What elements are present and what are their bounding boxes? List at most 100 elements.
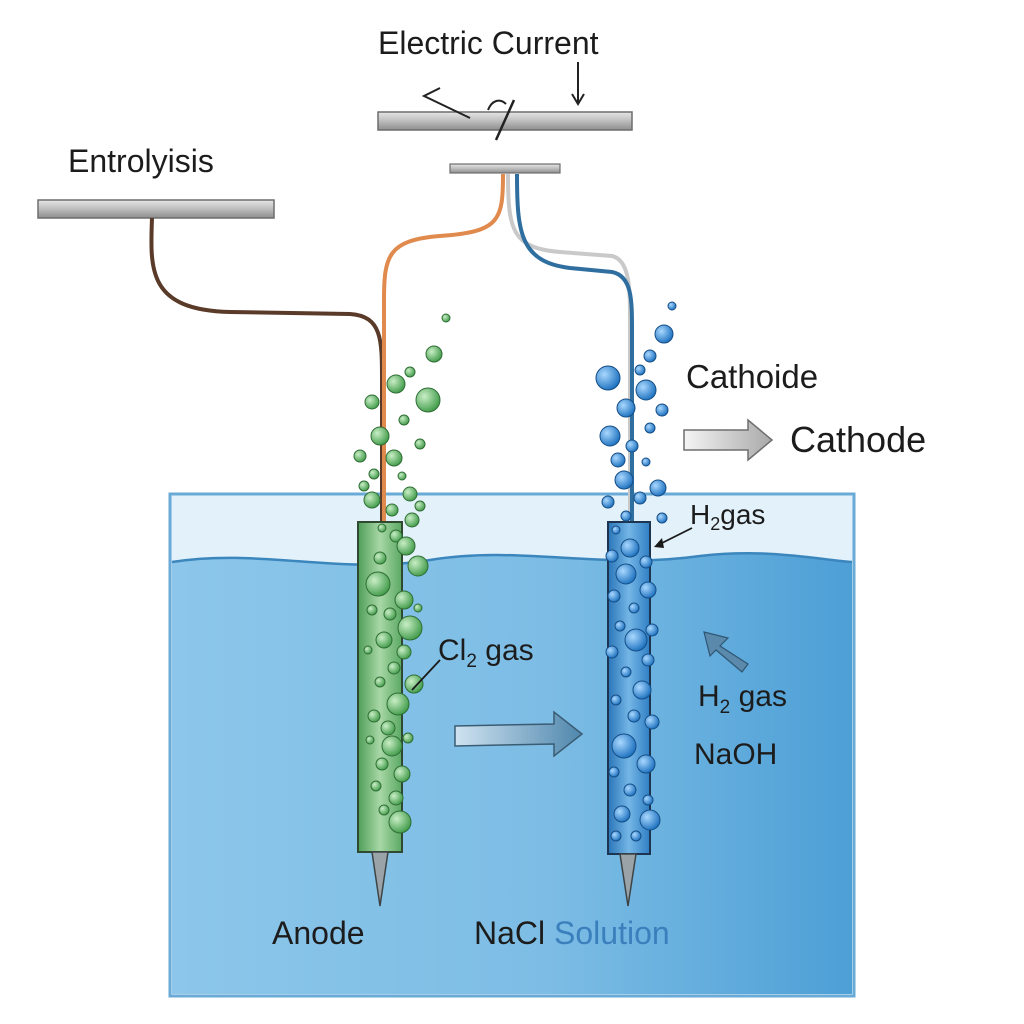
chlorine-bubble: [387, 661, 401, 675]
chlorine-bubble: [404, 512, 420, 528]
grey-wire: [506, 173, 632, 522]
hydrogen-bubble: [636, 754, 656, 774]
hydrogen-bubble: [644, 422, 656, 434]
wires: [149, 173, 634, 522]
chlorine-bubble: [370, 426, 390, 446]
cathoide-label: Cathoide: [686, 358, 818, 395]
chlorine-bubble: [398, 414, 410, 426]
chlorine-bubble: [367, 709, 381, 723]
chlorine-bubble: [396, 644, 412, 660]
hydrogen-bubble: [644, 714, 660, 730]
chlorine-bubble: [386, 692, 410, 716]
hydrogen-bubble: [641, 653, 655, 667]
nacl-solution-label: NaCl Solution: [474, 915, 670, 951]
hydrogen-bubble: [599, 425, 621, 447]
chlorine-bubble: [386, 374, 406, 394]
hydrogen-bubble: [614, 470, 634, 490]
hydrogen-bubble: [610, 830, 622, 842]
hydrogen-bubble: [656, 512, 668, 524]
hydrogen-bubble: [610, 452, 626, 468]
cathode-arrow: [683, 418, 774, 462]
chlorine-bubble: [407, 555, 429, 577]
hydrogen-bubble: [611, 525, 621, 535]
hydrogen-bubble: [633, 491, 647, 505]
hydrogen-bubble: [649, 479, 667, 497]
h2-gas-top-label: H2gas: [690, 499, 765, 534]
hydrogen-bubble: [654, 324, 674, 344]
small-power-bar: [449, 163, 561, 174]
switch-arc: [487, 99, 507, 111]
chlorine-bubble: [374, 676, 386, 688]
water-body: [172, 553, 852, 994]
hydrogen-bubble: [616, 398, 636, 418]
chlorine-bubble: [397, 471, 407, 481]
hydrogen-bubble: [655, 403, 669, 417]
hydrogen-bubble: [635, 379, 657, 401]
hydrogen-bubble: [634, 364, 646, 376]
water-surface: [171, 552, 853, 566]
chlorine-bubble: [375, 757, 389, 771]
chlorine-bubble: [388, 790, 404, 806]
brown-wire: [149, 217, 384, 522]
chlorine-bubble: [364, 394, 380, 410]
flow-arrow: [454, 710, 584, 758]
hydrogen-bubble: [595, 365, 621, 391]
naoh-label: NaOH: [694, 738, 777, 771]
chlorine-bubble: [370, 780, 382, 792]
chlorine-bubble: [365, 571, 391, 597]
hydrogen-bubble: [620, 666, 632, 678]
chlorine-bubble: [413, 603, 423, 613]
hydrogen-bubble: [607, 589, 621, 603]
chlorine-bubble: [397, 615, 423, 641]
hydrogen-bubble: [605, 645, 619, 659]
chlorine-bubble: [358, 480, 370, 492]
hydrogen-bubble: [667, 301, 677, 311]
hydrogen-bubble: [605, 549, 619, 563]
chlorine-bubble: [381, 735, 403, 757]
chlorine-bubble: [377, 523, 387, 533]
chlorine-bubble: [414, 500, 426, 512]
chlorine-bubble: [375, 631, 393, 649]
left-power-bar: [37, 199, 275, 219]
hydrogen-bubble: [624, 628, 648, 652]
current-pointer-line: [421, 87, 471, 119]
switch-slash: [494, 99, 516, 141]
chlorine-bubble: [396, 536, 416, 556]
chlorine-bubble: [373, 551, 387, 565]
cathode-tip: [619, 853, 637, 907]
hydrogen-bubble: [645, 623, 659, 637]
hydrogen-bubble: [639, 809, 661, 831]
hydrogen-bubble: [610, 694, 622, 706]
hydrogen-bubble: [641, 457, 651, 467]
hydrogen-bubble: [639, 555, 653, 569]
tank: [168, 492, 856, 998]
hydrogen-bubble: [620, 538, 640, 558]
hydrogen-bubble: [611, 733, 637, 759]
hydrogen-bubble: [608, 766, 620, 778]
chlorine-bubbles: [353, 313, 451, 834]
current-arrow-head: [571, 93, 585, 106]
chlorine-bubble: [363, 645, 373, 655]
hydrogen-bubble: [613, 805, 631, 823]
chlorine-bubble: [425, 345, 443, 363]
hydrogen-bubble: [643, 349, 657, 363]
chlorine-bubble: [378, 804, 390, 816]
hydrogen-bubble: [628, 602, 640, 614]
chlorine-bubble: [383, 607, 397, 621]
chlorine-bubble: [380, 720, 396, 736]
chlorine-bubble: [393, 765, 411, 783]
orange-wire: [382, 173, 505, 522]
hydrogen-bubble: [630, 830, 642, 842]
anode-tip: [371, 851, 389, 907]
chlorine-bubble: [385, 449, 403, 467]
labels: Electric Current Entrolyisis Cathoide Ca…: [68, 25, 926, 951]
chlorine-bubble: [404, 366, 416, 378]
hydrogen-bubble: [642, 794, 654, 806]
chlorine-bubble: [368, 468, 380, 480]
chlorine-bubble: [402, 732, 414, 744]
hydrogen-bubble: [601, 495, 615, 509]
chlorine-bubble: [441, 313, 451, 323]
chlorine-bubble: [363, 491, 381, 509]
chlorine-bubble: [404, 674, 424, 694]
